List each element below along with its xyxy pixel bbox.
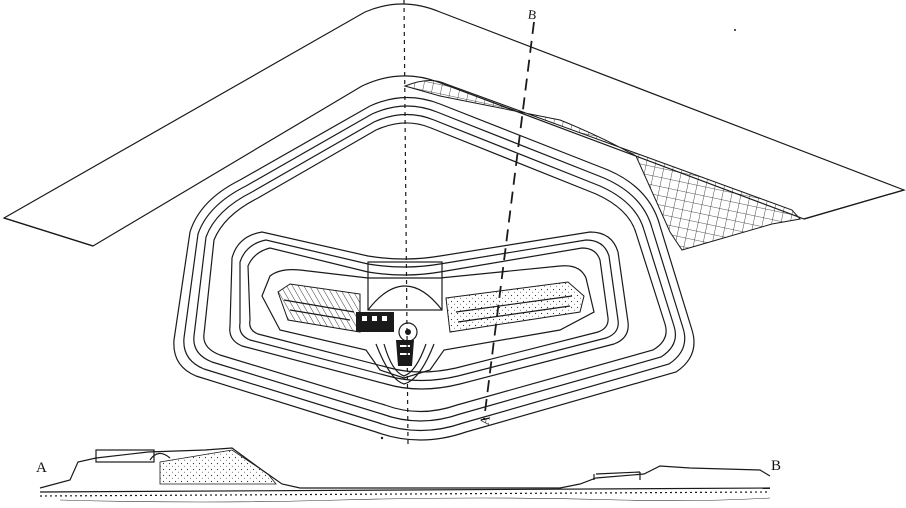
glacis-hatched-sector bbox=[403, 80, 801, 251]
outer-rampart-rings bbox=[173, 96, 695, 441]
fort-interior bbox=[261, 261, 595, 385]
glacis bbox=[2, 3, 906, 247]
section-line bbox=[380, 0, 736, 445]
plan-line-label-a: A bbox=[476, 414, 493, 427]
section-profile bbox=[39, 447, 771, 503]
section-label-a: A bbox=[36, 460, 47, 476]
plan-line-label-b: B bbox=[526, 6, 538, 23]
section-label-b: B bbox=[771, 458, 782, 474]
